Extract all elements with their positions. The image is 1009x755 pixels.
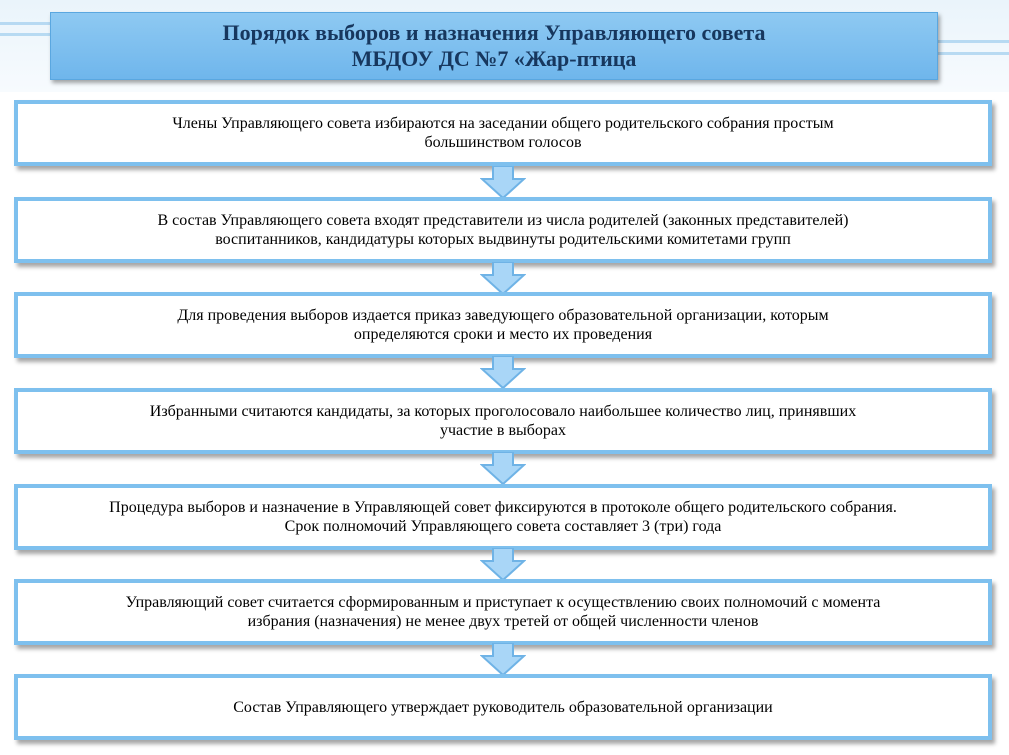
step-5-line-1: Процедура выборов и назначение в Управля… [109, 499, 897, 516]
step-box-4: Избранными считаются кандидаты, за котор… [14, 388, 992, 454]
header-stripe [930, 40, 1009, 43]
down-arrow-icon [480, 548, 526, 582]
step-7-line-1: Состав Управляющего утверждает руководит… [233, 698, 773, 716]
step-3-line-1: Для проведения выборов издается приказ з… [177, 307, 829, 324]
title-line-1: Порядок выборов и назначения Управляющег… [222, 20, 766, 45]
step-text-7: Состав Управляющего утверждает руководит… [221, 698, 784, 717]
step-1-line-1: Члены Управляющего совета избираются на … [172, 115, 834, 132]
step-4-line-1: Избранными считаются кандидаты, за котор… [149, 403, 857, 420]
step-box-6: Управляющий совет считается сформированн… [14, 579, 992, 645]
down-arrow-icon [480, 452, 526, 486]
header-stripe [930, 52, 1009, 55]
down-arrow-icon [480, 166, 526, 200]
step-box-5: Процедура выборов и назначение в Управля… [14, 484, 992, 550]
down-arrow-icon [480, 262, 526, 296]
step-2-line-1: В состав Управляющего совета входят пред… [157, 212, 849, 229]
step-6-line-2: избрания (назначения) не менее двух трет… [247, 613, 759, 630]
down-arrow-icon [480, 356, 526, 390]
down-arrow-icon [480, 643, 526, 677]
title-line-2: МБДОУ ДС №7 «Жар-птица [351, 46, 637, 71]
step-3-line-2: определяются сроки и место их проведения [353, 326, 653, 343]
step-box-2: В состав Управляющего совета входят пред… [14, 197, 992, 263]
step-2-line-2: воспитанников, кандидатуры которых выдви… [215, 231, 791, 248]
step-1-line-2: большинством голосов [424, 134, 582, 151]
step-box-3: Для проведения выборов издается приказ з… [14, 292, 992, 358]
step-text-2: В состав Управляющего совета входят пред… [145, 211, 860, 249]
header-stripe [0, 22, 60, 25]
step-text-3: Для проведения выборов издается приказ з… [165, 306, 840, 344]
diagram-title: Порядок выборов и назначения Управляющег… [50, 12, 938, 80]
step-5-line-2: Срок полномочий Управляющего совета сост… [284, 518, 722, 535]
step-text-1: Члены Управляющего совета избираются на … [160, 114, 845, 152]
step-4-line-2: участие в выборах [439, 422, 566, 439]
header-stripe [0, 33, 60, 36]
step-text-6: Управляющий совет считается сформированн… [114, 593, 893, 631]
step-6-line-1: Управляющий совет считается сформированн… [125, 594, 881, 611]
step-text-5: Процедура выборов и назначение в Управля… [97, 498, 909, 536]
step-box-1: Члены Управляющего совета избираются на … [14, 100, 992, 166]
step-text-4: Избранными считаются кандидаты, за котор… [138, 402, 868, 440]
step-box-7: Состав Управляющего утверждает руководит… [14, 674, 992, 740]
